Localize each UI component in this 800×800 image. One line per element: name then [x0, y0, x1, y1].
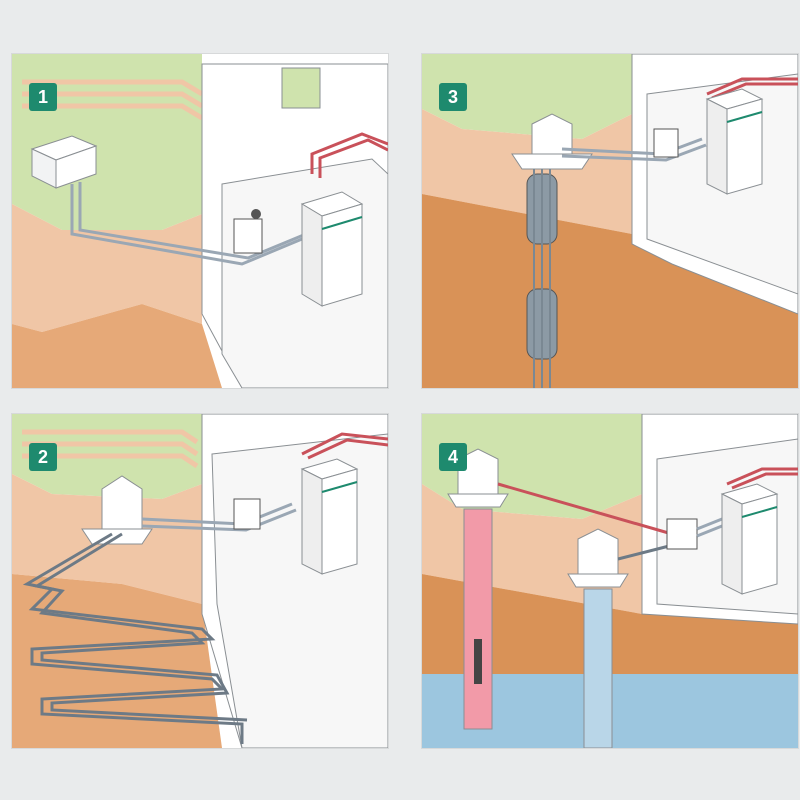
- garden-fence: [22, 79, 204, 121]
- panel-number-badge: 2: [29, 443, 57, 471]
- connecting-pipes: [696, 517, 723, 538]
- air-source-heat-pump-diagram: [12, 54, 388, 388]
- supply-pipe: [497, 482, 673, 536]
- panel-air-source: 1: [11, 53, 389, 389]
- house-window: [281, 67, 321, 109]
- panel-number-badge: 1: [29, 83, 57, 111]
- panel-well-water: 4: [421, 413, 799, 749]
- pressure-valve: [251, 209, 261, 219]
- indoor-heat-pump-unit: [705, 88, 764, 195]
- panel-borehole: 3: [421, 53, 799, 389]
- interior-room: [211, 433, 388, 748]
- panel-number-badge: 3: [439, 83, 467, 111]
- underfloor-pipes: [301, 432, 388, 460]
- connecting-pipes: [70, 182, 307, 266]
- ground-collector-loop: [22, 532, 248, 744]
- heat-exchanger: [666, 518, 698, 550]
- panel-ground-collector: 2: [11, 413, 389, 749]
- valve-manifold: [233, 218, 263, 254]
- garden-fence: [22, 429, 199, 469]
- valve-manifold: [233, 498, 261, 530]
- well-pump: [474, 639, 482, 684]
- soil-front: [422, 109, 632, 234]
- panel-number-badge: 4: [439, 443, 467, 471]
- vertical-borehole-diagram: [422, 54, 798, 388]
- soil-floor: [12, 304, 222, 388]
- distribution-shaft: [511, 113, 593, 170]
- underfloor-pipes: [310, 132, 388, 178]
- indoor-heat-pump-unit: [720, 483, 779, 595]
- supply-well: [447, 448, 509, 730]
- well-water-diagram: [422, 414, 798, 748]
- return-well: [567, 528, 629, 748]
- soil-front: [12, 204, 202, 332]
- grass-area: [422, 54, 632, 139]
- indoor-heat-pump-unit: [300, 191, 364, 307]
- outdoor-heat-pump-unit: [30, 135, 98, 189]
- underfloor-pipes: [726, 467, 798, 490]
- underfloor-pipes: [706, 77, 798, 100]
- probe-lines: [533, 169, 551, 388]
- valve-manifold: [653, 128, 679, 158]
- ground-collector-diagram: [12, 414, 388, 748]
- indoor-heat-pump-unit: [300, 458, 359, 575]
